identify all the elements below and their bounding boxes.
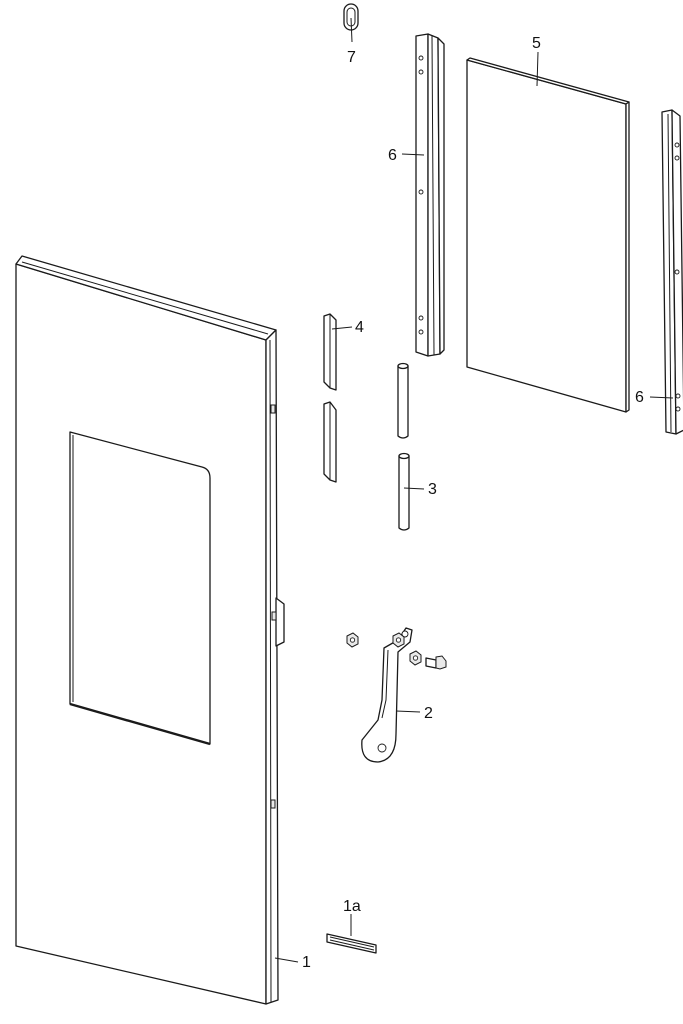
callout-6-right: 6	[635, 389, 644, 406]
door-window-opening	[69, 431, 211, 745]
hex-nut-bracket	[392, 632, 405, 648]
channel-rail-left-part-6	[415, 33, 445, 357]
pin-upper-part-3	[397, 362, 409, 439]
callout-7: 7	[347, 49, 356, 66]
seal-strip-upper-part-4	[323, 313, 337, 391]
hex-nut-left	[346, 632, 359, 648]
glass-pane-part-5	[466, 57, 630, 413]
door-panel-part-1	[15, 255, 285, 1005]
logo-badge-part-1a	[326, 933, 377, 954]
callout-1: 1	[302, 954, 311, 971]
channel-rail-right-part-6	[661, 109, 683, 435]
callout-5: 5	[532, 35, 541, 52]
callout-labels: 1 1a 2 3 4 5 6 6 7	[302, 35, 644, 971]
hex-nut-right	[409, 650, 422, 666]
leader-lines	[274, 17, 674, 963]
seal-strip-lower-part-4	[323, 401, 337, 483]
pin-lower-part-3	[398, 452, 410, 531]
callout-1a: 1a	[343, 898, 361, 915]
callout-3: 3	[428, 481, 437, 498]
hinge-bracket-part-2	[361, 627, 413, 763]
callout-4: 4	[355, 319, 364, 336]
callout-2: 2	[424, 705, 433, 722]
callout-6-left: 6	[388, 147, 397, 164]
hinge-bolt	[425, 655, 447, 670]
